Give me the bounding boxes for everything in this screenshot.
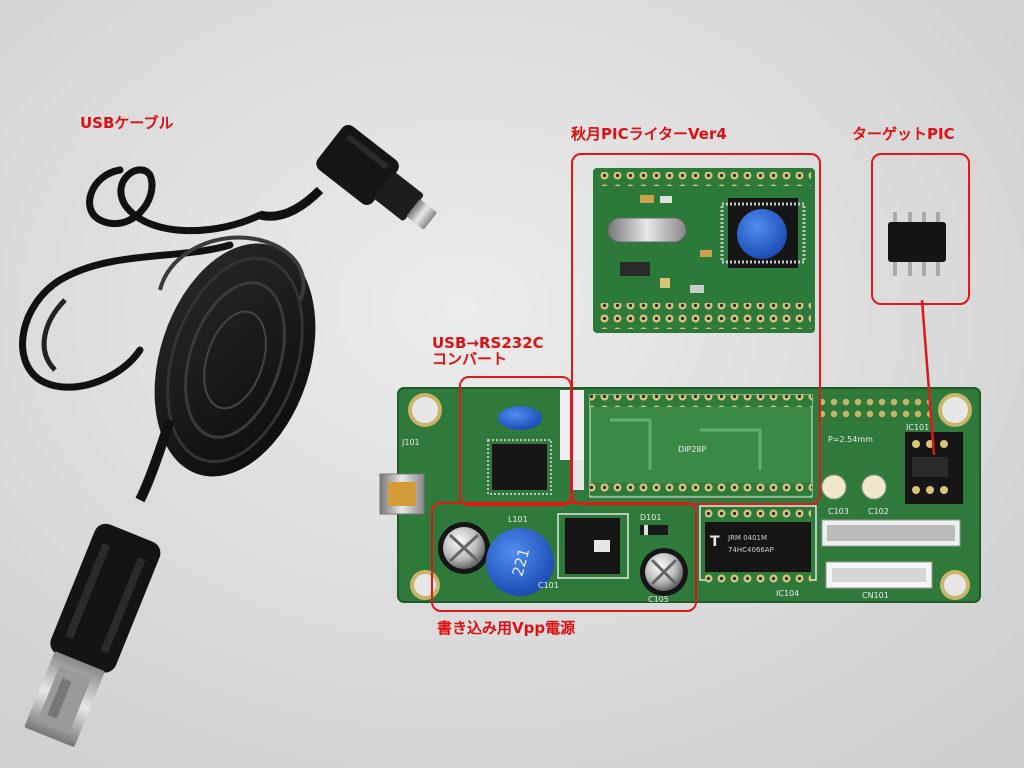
pcb-text-ic104: IC104 — [776, 589, 799, 598]
target-highlight-box — [871, 153, 970, 305]
label-vpp: 書き込み用Vpp電源 — [437, 619, 576, 637]
vpp-highlight-box — [431, 502, 697, 612]
pcb-text-j101: J101 — [401, 438, 420, 447]
chip-marking-2: 74HC4066AP — [728, 546, 774, 554]
target-pointer-line — [920, 299, 936, 456]
pcb-text-c102: C102 — [868, 507, 889, 516]
usb-cable — [19, 124, 437, 747]
pcb-text-cn101: CN101 — [862, 591, 889, 600]
writer-module — [593, 168, 815, 333]
main-board — [379, 387, 981, 603]
label-converter-line1: USB→RS232C — [432, 334, 544, 352]
chip-marking-1: JRM 0401M — [727, 534, 767, 542]
pcb-text-ic101: IC101 — [906, 423, 929, 432]
pcb-text-d101: D101 — [640, 513, 661, 522]
target-pic-chip — [888, 212, 946, 276]
pcb-text-l101: L101 — [508, 515, 528, 524]
chip-brand: T — [710, 534, 720, 550]
converter-highlight-box — [459, 376, 572, 506]
label-converter-line2: コンバート — [432, 350, 508, 368]
pcb-text-c103: C103 — [828, 507, 849, 516]
pcb-text-c101: C101 — [538, 581, 559, 590]
label-writer: 秋月PICライターVer4 — [571, 125, 727, 143]
pcb-text-dip28p: DIP28P — [678, 445, 707, 454]
label-usb-cable: USBケーブル — [80, 114, 174, 132]
pcb-text-pitch: P=2.54mm — [828, 435, 873, 444]
pcb-text-c105: C105 — [648, 595, 669, 604]
writer-highlight-box — [571, 153, 821, 505]
label-target-pic: ターゲットPIC — [852, 125, 955, 143]
